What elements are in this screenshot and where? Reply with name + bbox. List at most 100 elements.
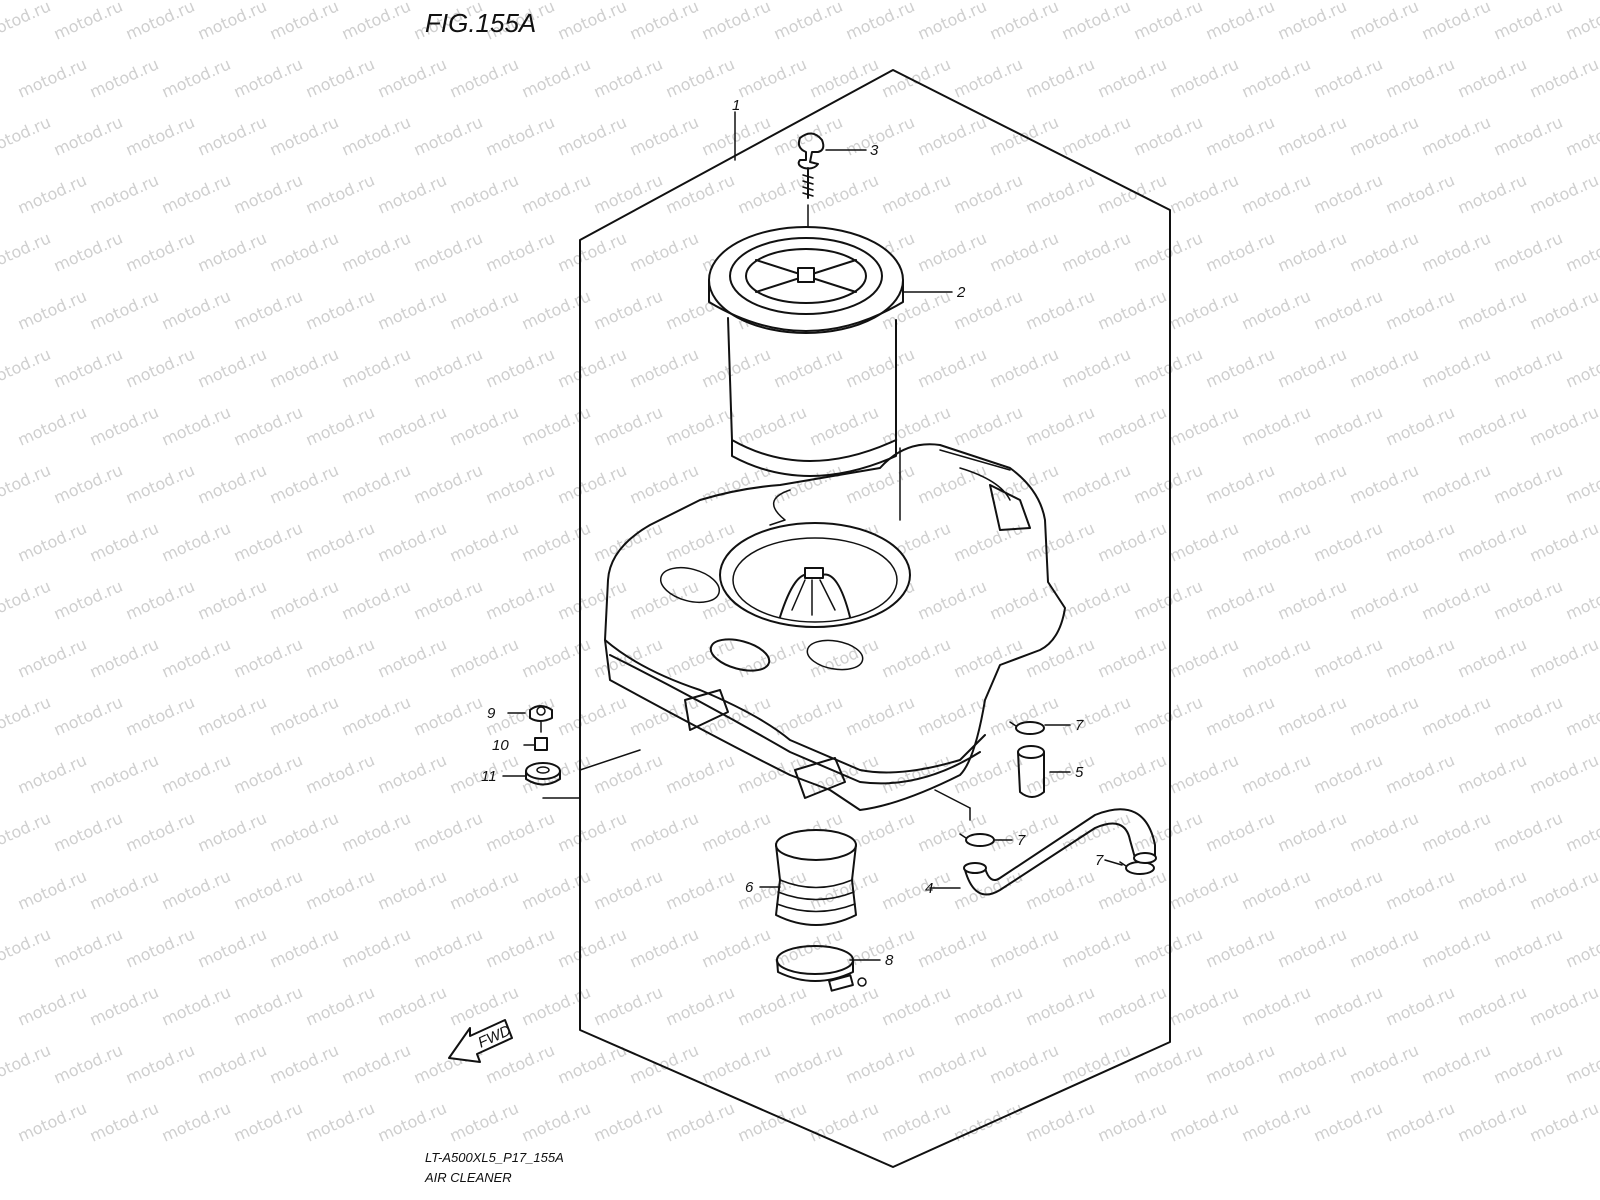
watermark-text: motod.ru xyxy=(1419,112,1494,159)
watermark-text: motod.ru xyxy=(375,982,450,1029)
watermark-text: motod.ru xyxy=(591,170,666,217)
watermark-text: motod.ru xyxy=(1203,344,1278,391)
watermark-text: motod.ru xyxy=(627,228,702,275)
watermark-text: motod.ru xyxy=(1131,112,1206,159)
watermark-text: motod.ru xyxy=(1455,518,1530,565)
watermark-text: motod.ru xyxy=(51,460,126,507)
watermark-text: motod.ru xyxy=(87,982,162,1029)
watermark-text: motod.ru xyxy=(1491,228,1566,275)
watermark-text: motod.ru xyxy=(1203,1040,1278,1087)
watermark-text: motod.ru xyxy=(951,54,1026,101)
watermark-text: motod.ru xyxy=(1275,344,1350,391)
watermark-text: motod.ru xyxy=(447,866,522,913)
watermark-text: motod.ru xyxy=(1203,576,1278,623)
watermark-text: motod.ru xyxy=(1059,228,1134,275)
watermark-text: motod.ru xyxy=(1383,982,1458,1029)
watermark-text: motod.ru xyxy=(555,692,630,739)
watermark-text: motod.ru xyxy=(1563,808,1600,855)
watermark-text: motod.ru xyxy=(1131,692,1206,739)
watermark-text: motod.ru xyxy=(267,0,342,44)
watermark-text: motod.ru xyxy=(1239,286,1314,333)
watermark-text: motod.ru xyxy=(987,344,1062,391)
watermark-text: motod.ru xyxy=(1455,286,1530,333)
watermark-text: motod.ru xyxy=(87,518,162,565)
watermark-text: motod.ru xyxy=(1419,692,1494,739)
watermark-text: motod.ru xyxy=(159,170,234,217)
watermark-text: motod.ru xyxy=(483,460,558,507)
watermark-text: motod.ru xyxy=(483,808,558,855)
watermark-text: motod.ru xyxy=(0,1040,54,1087)
watermark-text: motod.ru xyxy=(807,1098,882,1145)
watermark-text: motod.ru xyxy=(339,344,414,391)
watermark-text: motod.ru xyxy=(15,866,90,913)
watermark-text: motod.ru xyxy=(1527,1098,1600,1145)
watermark-text: motod.ru xyxy=(267,228,342,275)
watermark-text: motod.ru xyxy=(1023,286,1098,333)
air-cleaner-box-drawing xyxy=(604,443,1066,811)
watermark-text: motod.ru xyxy=(1167,866,1242,913)
watermark-text: motod.ru xyxy=(1527,402,1600,449)
watermark-text: motod.ru xyxy=(411,112,486,159)
watermark-text: motod.ru xyxy=(1095,402,1170,449)
watermark-text: motod.ru xyxy=(591,982,666,1029)
callout-9: 9 xyxy=(487,705,496,722)
watermark-text: motod.ru xyxy=(51,228,126,275)
watermark-text: motod.ru xyxy=(339,460,414,507)
watermark-text: motod.ru xyxy=(1455,1098,1530,1145)
watermark-text: motod.ru xyxy=(1563,228,1600,275)
watermark-text: motod.ru xyxy=(699,460,774,507)
watermark-text: motod.ru xyxy=(15,634,90,681)
watermark-text: motod.ru xyxy=(879,1098,954,1145)
watermark-text: motod.ru xyxy=(699,0,774,44)
watermark-text: motod.ru xyxy=(1419,0,1494,44)
watermark-text: motod.ru xyxy=(231,518,306,565)
watermark-text: motod.ru xyxy=(15,54,90,101)
outlet-tube-drawing xyxy=(775,829,857,926)
watermark-text: motod.ru xyxy=(1167,1098,1242,1145)
watermark-text: motod.ru xyxy=(627,460,702,507)
watermark-text: motod.ru xyxy=(231,750,306,797)
watermark-text: motod.ru xyxy=(1563,692,1600,739)
watermark-text: motod.ru xyxy=(123,1040,198,1087)
watermark-text: motod.ru xyxy=(1491,0,1566,44)
watermark-text: motod.ru xyxy=(123,0,198,44)
watermark-text: motod.ru xyxy=(879,634,954,681)
watermark-text: motod.ru xyxy=(339,112,414,159)
watermark-text: motod.ru xyxy=(1023,54,1098,101)
watermark-text: motod.ru xyxy=(1527,286,1600,333)
watermark-text: motod.ru xyxy=(1167,54,1242,101)
watermark-text: motod.ru xyxy=(915,0,990,44)
watermark-text: motod.ru xyxy=(1095,982,1170,1029)
watermark-text: motod.ru xyxy=(1383,402,1458,449)
watermark-text: motod.ru xyxy=(987,228,1062,275)
watermark-text: motod.ru xyxy=(807,866,882,913)
watermark-text: motod.ru xyxy=(699,692,774,739)
watermark-text: motod.ru xyxy=(1347,576,1422,623)
watermark-text: motod.ru xyxy=(1527,982,1600,1029)
watermark-text: motod.ru xyxy=(915,808,990,855)
watermark-text: motod.ru xyxy=(1347,0,1422,44)
watermark-text: motod.ru xyxy=(771,112,846,159)
watermark-text: motod.ru xyxy=(1023,634,1098,681)
watermark-text: motod.ru xyxy=(1239,518,1314,565)
watermark-text: motod.ru xyxy=(1455,54,1530,101)
watermark-text: motod.ru xyxy=(555,808,630,855)
watermark-text: motod.ru xyxy=(663,54,738,101)
watermark-text: motod.ru xyxy=(123,228,198,275)
watermark-text: motod.ru xyxy=(699,344,774,391)
watermark-text: motod.ru xyxy=(1491,692,1566,739)
watermark-text: motod.ru xyxy=(1059,460,1134,507)
watermark-text: motod.ru xyxy=(1455,634,1530,681)
watermark-text: motod.ru xyxy=(1239,982,1314,1029)
watermark-text: motod.ru xyxy=(267,692,342,739)
callout-1: 1 xyxy=(732,97,740,114)
watermark-text: motod.ru xyxy=(663,634,738,681)
watermark-text: motod.ru xyxy=(951,170,1026,217)
watermark-text: motod.ru xyxy=(159,866,234,913)
figure-code: LT-A500XL5_P17_155A xyxy=(425,1150,564,1165)
watermark-text: motod.ru xyxy=(231,866,306,913)
watermark-text: motod.ru xyxy=(1023,170,1098,217)
watermark-text: motod.ru xyxy=(1311,750,1386,797)
watermark-text: motod.ru xyxy=(1167,170,1242,217)
